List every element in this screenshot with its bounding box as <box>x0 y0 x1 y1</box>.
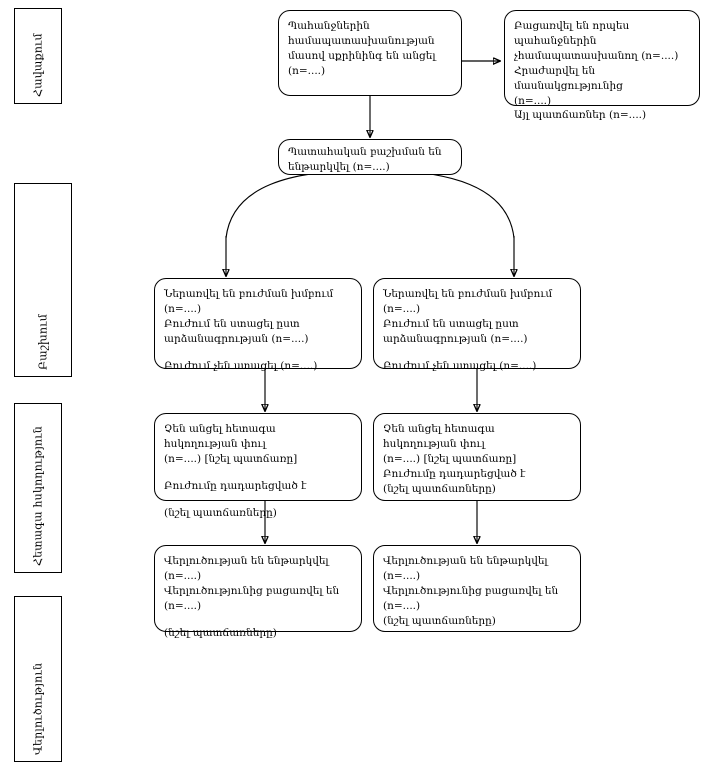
box-analysis-left-line-2: Վերլուծությունից բացառվել են (n=....) <box>164 584 340 612</box>
box-analysis-left-line-1: Վերլուծության են ենթարկվել (n=....) <box>164 555 329 582</box>
box-screened-line-3: մասով սքրինինգ են անցել <box>288 49 436 62</box>
box-followup-right-line-1: Չեն անցել հետագա հսկողության փուլ <box>383 423 495 450</box>
stage-label-analysis-text: Վերլուծություն <box>31 662 45 755</box>
box-screened-line-2: համապատասխանության <box>288 34 435 47</box>
box-followup-right-line-2: (n=....) [նշել պատճառը] <box>383 452 517 465</box>
box-followup-right-line-3: Բուժումը դադարեցված է <box>383 467 526 480</box>
box-excluded-line-1: Բացառվել են որպես <box>514 20 630 32</box>
box-screened-line-4: (n=....) <box>288 64 326 77</box>
box-allocation-right-line-3: արձանագրության (n=....) <box>383 332 528 345</box>
box-followup-left-line-1: Չեն անցել հետագա հսկողության փուլ <box>164 423 276 450</box>
box-followup-left-line-2: (n=....) [նշել պատճառը] <box>164 452 298 465</box>
arc-randomized-split <box>225 169 515 239</box>
box-excluded: Բացառվել են որպես պահանջներին չհամապատաս… <box>504 10 700 121</box>
box-allocation-left-line-4: Բուժում չեն ստացել (n=....) <box>164 359 318 372</box>
box-excluded-line-6: Այլ պատճառներ (n=....) <box>514 109 647 122</box>
box-analysis-right-line-2: Վերլուծությունից բացառվել են (n=....) <box>383 584 559 612</box>
box-analysis-right-line-3: (նշել պատճառները) <box>383 614 496 627</box>
box-allocation-left-line-3: արձանագրության (n=....) <box>164 332 309 345</box>
stage-label-followup: Հետագա հսկողություն <box>14 403 62 573</box>
box-allocation-right-line-4: Բուժում չեն ստացել (n=....) <box>383 359 537 372</box>
stage-label-allocation: Բաշխում <box>14 183 72 377</box>
box-followup-right: Չեն անցել հետագա հսկողության փուլ (n=...… <box>373 413 581 501</box>
box-analysis-left: Վերլուծության են ենթարկվել (n=....) Վերլ… <box>154 545 362 639</box>
box-randomized: Պատահական բաշխման են ենթարկվել (n=....) <box>278 139 462 175</box>
box-followup-left-line-4: (նշել պատճառները) <box>164 506 277 519</box>
box-excluded-line-5: (n=....) <box>514 94 552 107</box>
box-followup-left-line-3: Բուժումը դադարեցված է <box>164 479 307 492</box>
box-excluded-line-3: չհամապատասխանող (n=....) <box>514 49 679 62</box>
box-allocation-left-line-2: Բուժում են ստացել ըստ <box>164 317 300 330</box>
box-allocation-right-line-1: Ներառվել են բուժման խմբում (n=....) <box>383 288 553 315</box>
stage-label-allocation-text: Բաշխում <box>36 313 50 370</box>
box-allocation-right: Ներառվել են բուժման խմբում (n=....) Բուժ… <box>373 278 581 372</box>
stage-label-enrollment: Հավաքում <box>14 8 62 104</box>
box-randomized-line-1: Պատահական բաշխման են <box>288 146 442 158</box>
box-analysis-left-line-3: (նշել պատճառները) <box>164 626 277 639</box>
stage-label-analysis: Վերլուծություն <box>14 596 62 762</box>
box-screened: Պահանջներին համապատասխանության մասով սքր… <box>278 10 462 96</box>
box-analysis-right: Վերլուծության են ենթարկվել (n=....) Վերլ… <box>373 545 581 632</box>
box-allocation-right-line-2: Բուժում են ստացել ըստ <box>383 317 519 330</box>
box-excluded-line-4: Հրաժարվել են մասնակցությունից <box>514 64 623 92</box>
box-allocation-left: Ներառվել են բուժման խմբում (n=....) Բուժ… <box>154 278 362 372</box>
box-analysis-right-line-1: Վերլուծության են ենթարկվել (n=....) <box>383 555 548 582</box>
box-allocation-left-line-1: Ներառվել են բուժման խմբում (n=....) <box>164 288 334 315</box>
box-randomized-line-2: ենթարկվել (n=....) <box>288 160 390 173</box>
stage-label-enrollment-text: Հավաքում <box>31 33 45 97</box>
box-screened-line-1: Պահանջներին <box>288 20 370 32</box>
box-excluded-line-2: պահանջներին <box>514 34 597 47</box>
box-followup-right-line-4: (նշել պատճառները) <box>383 482 496 495</box>
stage-label-followup-text: Հետագա հսկողություն <box>31 426 45 566</box>
box-followup-left: Չեն անցել հետագա հսկողության փուլ (n=...… <box>154 413 362 519</box>
